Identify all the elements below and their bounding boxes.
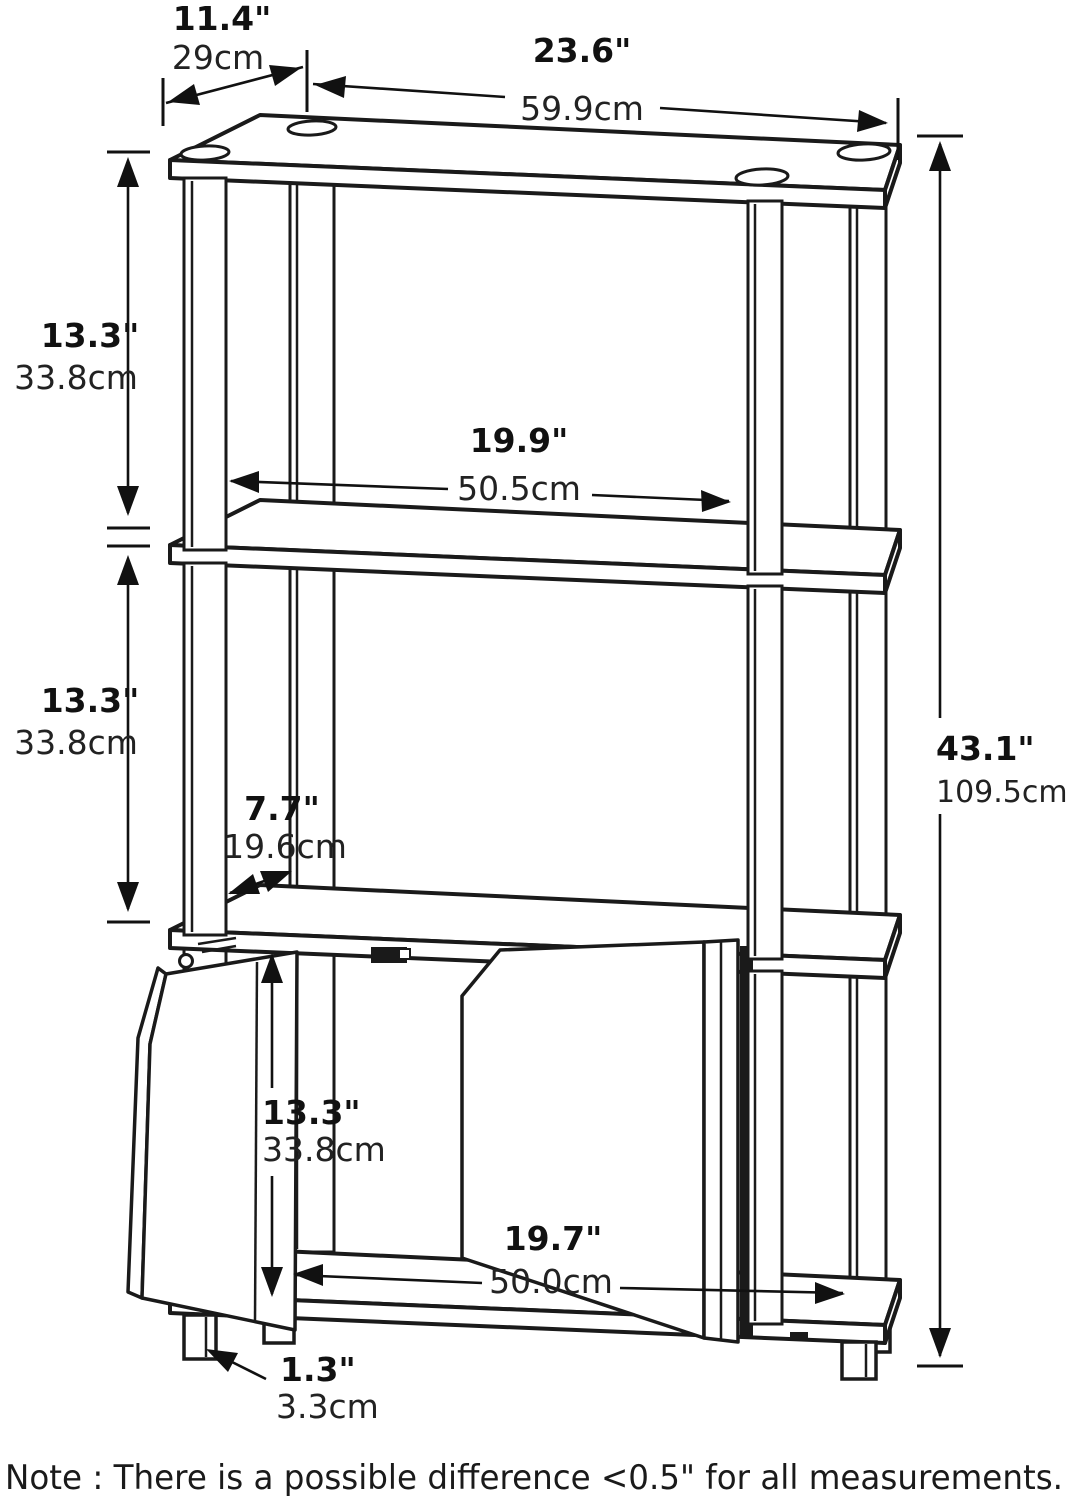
- dim-side-depth-inches: 7.7": [244, 789, 320, 828]
- dim-side-depth-cm: 19.6cm: [223, 827, 347, 866]
- front-posts: [182, 176, 784, 1326]
- dim-total-height: 43.1" 109.5cm: [917, 134, 1068, 1368]
- foot-front-left: [182, 1313, 218, 1361]
- hinge-icon: [178, 953, 194, 969]
- dim-shelf-width-inches: 19.9": [470, 421, 569, 460]
- dim-foot-height-inches: 1.3": [280, 1350, 356, 1389]
- dim-cabinet-width-cm: 50.0cm: [489, 1262, 613, 1301]
- dim-side-clear-depth: 7.7" 19.6cm: [223, 789, 347, 895]
- front-feet: [182, 1313, 878, 1381]
- dim-cabinet-height-inches: 13.3": [262, 1093, 361, 1132]
- cabinet: [126, 936, 808, 1344]
- magnet-catch: [790, 1332, 808, 1340]
- cam-cap-icon: [286, 119, 338, 137]
- hinge-arm: [197, 936, 237, 954]
- dim-top-width-inches: 23.6": [533, 31, 632, 70]
- dim-tier2-height: 13.3" 33.8cm: [14, 555, 150, 924]
- dim-foot-height: 1.3" 3.3cm: [206, 1349, 379, 1426]
- right-door: [460, 940, 706, 1340]
- second-shelf-board: [168, 498, 902, 595]
- shelf-unit-drawing: [126, 113, 902, 1381]
- cam-cap-icon: [734, 167, 790, 187]
- cam-cap-icon: [836, 142, 892, 162]
- cam-cap-icon: [179, 144, 231, 162]
- dim-top-depth: 11.4" 29cm: [161, 0, 309, 126]
- post-front-right-tier2: [746, 584, 784, 961]
- cam-caps: [179, 119, 892, 187]
- post-front-left-tier2: [182, 561, 228, 937]
- dim-cabinet-height: 13.3" 33.8cm: [261, 953, 386, 1297]
- post-front-right-tier1: [746, 199, 784, 576]
- post-front-right-cabinet: [746, 969, 784, 1326]
- post-front-left-tier1: [182, 176, 228, 552]
- measurement-note: Note : There is a possible difference <0…: [5, 1458, 1063, 1498]
- dim-top-depth-inches: 11.4": [173, 0, 272, 38]
- dim-tier2-inches: 13.3": [41, 681, 140, 720]
- post-back-right-tier1: [848, 155, 888, 536]
- top-board: [168, 113, 902, 210]
- foot-front-right: [840, 1340, 878, 1381]
- dim-tier1-height: 13.3" 33.8cm: [14, 150, 150, 548]
- dim-tier1-cm: 33.8cm: [14, 358, 138, 397]
- dim-cabinet-width-inches: 19.7": [504, 1219, 603, 1258]
- dim-total-height-cm: 109.5cm: [936, 775, 1068, 810]
- dim-shelf-clear-width: 19.9" 50.5cm: [229, 421, 731, 512]
- dim-top-width-cm: 59.9cm: [520, 89, 644, 128]
- left-door: [140, 950, 299, 1332]
- dim-top-width: 23.6" 59.9cm: [312, 31, 900, 160]
- dim-tier2-cm: 33.8cm: [14, 723, 138, 762]
- dim-tier1-inches: 13.3": [41, 316, 140, 355]
- dim-top-depth-cm: 29cm: [172, 38, 264, 77]
- dim-foot-height-cm: 3.3cm: [276, 1387, 379, 1426]
- dim-shelf-width-cm: 50.5cm: [457, 469, 581, 508]
- dim-cabinet-height-cm: 33.8cm: [262, 1130, 386, 1169]
- post-back-right-tier2: [848, 540, 888, 921]
- post-back-right-cabinet: [848, 940, 888, 1298]
- dim-cabinet-width: 19.7" 50.0cm: [293, 1219, 845, 1304]
- left-door-seam: [253, 961, 259, 1321]
- dim-total-height-inches: 43.1": [936, 729, 1035, 768]
